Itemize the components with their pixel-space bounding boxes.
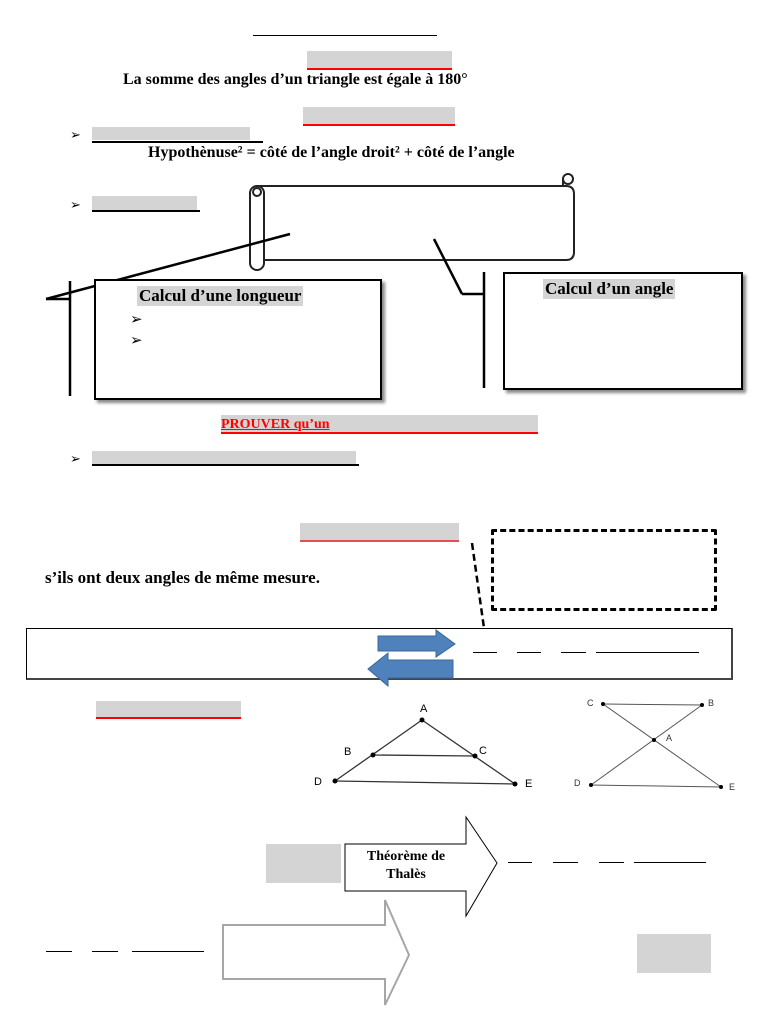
point-b [370, 752, 376, 758]
box-calcul-longueur-title: Calcul d’une longueur [137, 286, 304, 306]
arrow-right-icon [377, 629, 456, 658]
thales-theorem-label-line2: Thalès [386, 867, 426, 882]
trigonometry-label-redacted [92, 196, 197, 210]
prove-label-redacted [92, 451, 356, 464]
connector-lines [45, 232, 486, 396]
label-point-b: B [344, 746, 352, 758]
bullet-arrow-icon: ➢ [70, 197, 81, 212]
blank-line [92, 951, 118, 952]
blank-line [634, 862, 706, 863]
box-calcul-angle-title: Calcul d’un angle [543, 279, 676, 299]
section-heading-triangle-angles-redacted [307, 51, 452, 70]
point-d [332, 778, 338, 784]
blank-line [599, 862, 624, 863]
label-point-d: D [314, 776, 322, 788]
label-point-c: C [479, 745, 487, 757]
scroll-banner-icon [249, 173, 575, 271]
pythagore-label-underline [92, 141, 263, 143]
section-heading-pythagore-redacted [303, 107, 455, 126]
bullet-arrow-icon: ➢ [130, 333, 143, 349]
label-point-a: A [420, 703, 428, 715]
label-point-e2: E [729, 782, 736, 792]
prove-heading-text: PROUVER qu’un [221, 417, 330, 432]
top-rule [253, 35, 437, 36]
arrow-left-icon [367, 651, 454, 688]
blank-line [508, 862, 532, 863]
blank-line [561, 652, 586, 653]
trigonometry-label-underline [92, 210, 200, 212]
pythagore-formula: Hypothènuse² = côté de l’angle droit² + … [148, 144, 515, 161]
label-point-e: E [525, 778, 533, 790]
blank-line [132, 951, 204, 952]
prove-label-underline [92, 464, 359, 466]
thales-theorem-label: Théorème de Thalès [352, 848, 460, 884]
similar-triangles-statement: s’ils ont deux angles de même mesure. [45, 568, 320, 587]
thales-heading-redacted [96, 701, 241, 719]
point-c [472, 753, 478, 759]
reciprocal-conclusion-redacted [637, 934, 711, 973]
blank-line [46, 951, 72, 952]
blank-line [517, 652, 541, 653]
pythagore-label-redacted [92, 127, 250, 140]
bullet-arrow-icon: ➢ [70, 451, 81, 466]
blank-line [596, 652, 699, 653]
thales-hypothesis-redacted [266, 844, 341, 883]
prove-heading: PROUVER qu’un [221, 415, 538, 434]
point-a [419, 717, 425, 723]
point-e [512, 781, 518, 787]
label-point-a2: A [666, 733, 673, 743]
bullet-arrow-icon: ➢ [70, 127, 81, 142]
blank-line [473, 652, 497, 653]
bullet-arrow-icon: ➢ [130, 312, 143, 328]
similar-triangles-heading-redacted [300, 523, 459, 542]
blank-line [553, 862, 578, 863]
dashed-callout-box [491, 529, 717, 611]
label-point-d2: D [574, 778, 581, 788]
triangle-angle-sum-statement: La somme des angles d’un triangle est ég… [123, 71, 468, 88]
thales-theorem-label-line1: Théorème de [366, 849, 446, 864]
label-point-c2: C [587, 698, 594, 708]
label-point-b2: B [708, 698, 715, 708]
